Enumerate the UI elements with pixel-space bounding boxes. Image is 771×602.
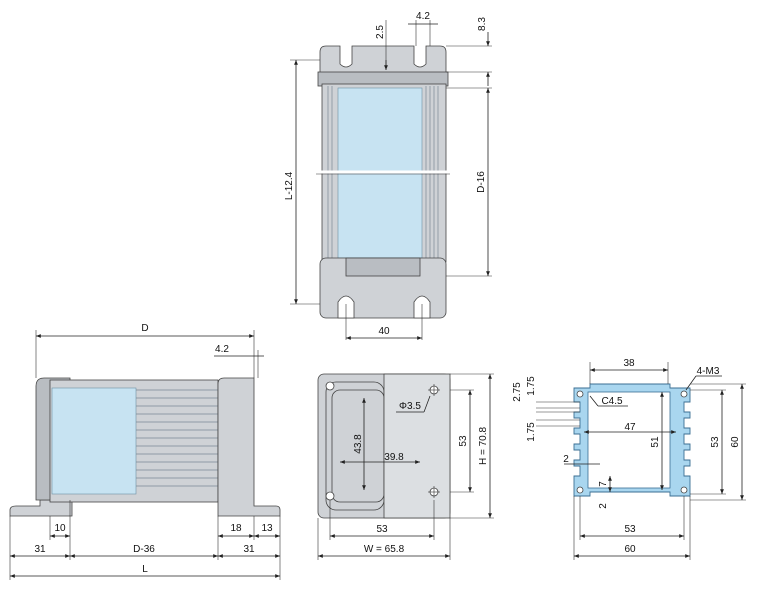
profile-view: 38 4-M3 2.75 1.75 C4.5 47 1.75 51 53 60 … <box>512 358 746 560</box>
profile-screw-tl <box>576 390 584 398</box>
dim-end-53-h: 53 <box>376 524 388 535</box>
side-view-window <box>51 387 137 495</box>
dim-top-L-12-4: L-12.4 <box>284 171 295 200</box>
dim-side-31-right: 31 <box>243 544 255 555</box>
dim-side-D-36: D-36 <box>133 544 155 555</box>
dim-side-D: D <box>141 323 148 334</box>
top-view-top-bracket <box>319 45 447 81</box>
dim-side-10: 10 <box>54 523 66 534</box>
dim-prof-C4-5: C4.5 <box>601 396 623 407</box>
dim-end-39-8: 39.8 <box>384 452 404 463</box>
dim-prof-2-a: 2 <box>563 454 569 465</box>
dim-end-53-v: 53 <box>458 435 469 447</box>
dim-end-43-8: 43.8 <box>353 434 364 454</box>
profile-screw-br <box>680 486 688 494</box>
profile-screw-tr <box>680 390 688 398</box>
side-view-right-cap <box>217 377 281 517</box>
dim-prof-7: 7 <box>598 481 609 487</box>
dim-prof-2-b: 2 <box>598 503 609 509</box>
dim-top-4-2: 4.2 <box>416 11 430 22</box>
end-view-hole-bl <box>325 491 335 501</box>
end-view-cover <box>383 373 451 519</box>
dim-prof-53-v: 53 <box>710 436 721 448</box>
end-view-hole-tl <box>325 381 335 391</box>
side-view: D 4.2 10 18 13 31 D-36 31 L <box>9 323 281 580</box>
profile-screw-bl <box>576 486 584 494</box>
dim-prof-38: 38 <box>623 358 635 369</box>
dim-end-phi: Φ3.5 <box>399 401 421 412</box>
dim-end-W: W = 65.8 <box>364 544 405 555</box>
top-view: 2.5 4.2 8.3 L-12.4 D-16 40 <box>284 11 492 340</box>
top-view-bottom-recess <box>345 257 421 277</box>
dim-prof-2-75: 2.75 <box>512 382 523 402</box>
profile-cavity <box>587 391 671 489</box>
dim-prof-53-h: 53 <box>624 524 636 535</box>
dim-prof-1-75-left: 1.75 <box>526 422 537 442</box>
dim-prof-60-h: 60 <box>624 544 636 555</box>
dim-prof-47: 47 <box>624 422 636 433</box>
dim-side-L: L <box>142 564 148 575</box>
dim-prof-4M3: 4-M3 <box>697 366 720 377</box>
dim-end-H: H = 70.8 <box>478 427 489 466</box>
dim-side-4-2: 4.2 <box>215 344 229 355</box>
dim-side-18: 18 <box>230 523 242 534</box>
dim-top-D-16: D-16 <box>476 171 487 193</box>
dim-side-31-left: 31 <box>34 544 46 555</box>
side-view-fins <box>136 389 218 487</box>
dim-top-40: 40 <box>378 326 390 337</box>
dim-top-8-3: 8.3 <box>477 17 488 31</box>
end-view: Φ3.5 43.8 39.8 53 H = 70.8 53 W = 65.8 <box>317 373 494 560</box>
dim-prof-1-75-top: 1.75 <box>526 376 537 396</box>
dim-top-2-5: 2.5 <box>375 25 386 39</box>
dim-side-13: 13 <box>261 523 273 534</box>
dim-prof-60-v: 60 <box>730 436 741 448</box>
dim-prof-51: 51 <box>650 436 661 448</box>
